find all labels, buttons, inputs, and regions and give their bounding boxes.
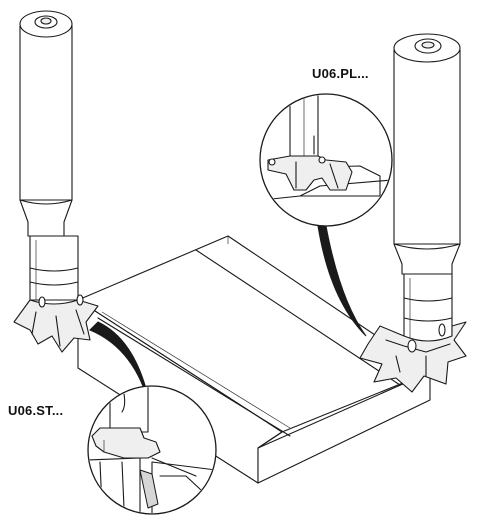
right-milling-tool <box>359 33 467 393</box>
left-tool-label: U06.ST... <box>8 403 64 418</box>
right-tool-label: U06.PL... <box>312 66 369 81</box>
leader-right <box>317 225 367 337</box>
left-milling-tool <box>13 10 99 353</box>
detail-circle-left <box>87 385 217 515</box>
workpiece-block <box>77 235 431 484</box>
detail-circle-right <box>259 93 393 227</box>
